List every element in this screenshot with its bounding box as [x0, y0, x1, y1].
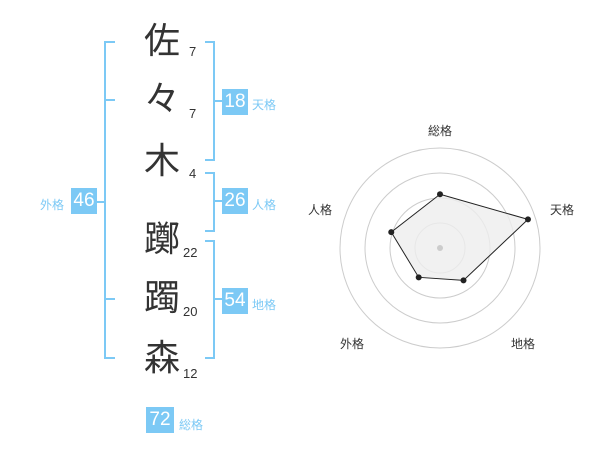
- name-char-1: 佐: [143, 21, 180, 62]
- radar-axis-label-chikaku: 地格: [511, 337, 536, 351]
- name-char-6: 森: [143, 338, 180, 379]
- stroke-count-4: 22: [183, 245, 198, 260]
- radar-grid-ring-3: [364, 172, 516, 324]
- radar-point-3: [460, 277, 467, 284]
- gaikaku-bracket: [104, 41, 115, 359]
- radar-axis-label-soukaku: 総格: [428, 124, 453, 138]
- stroke-count-6: 12: [183, 366, 198, 381]
- radar-grid-ring-4: [339, 147, 541, 349]
- stroke-count-3: 4: [189, 166, 197, 181]
- radar-point-5: [388, 229, 395, 236]
- radar-axis-label-tenkaku: 天格: [550, 203, 575, 217]
- radar-series-area: [390, 193, 529, 281]
- name-char-4: 躑: [143, 219, 180, 260]
- jinkaku-label: 人格: [252, 198, 277, 212]
- gaikaku-label: 外格: [40, 198, 65, 212]
- stroke-count-1: 7: [189, 44, 197, 59]
- soukaku-label: 総格: [179, 418, 204, 432]
- soukaku-value: 72: [146, 407, 174, 433]
- radar-point-1: [437, 191, 443, 198]
- name-char-3: 木: [143, 141, 180, 182]
- radar-center-point: [437, 245, 443, 251]
- jinkaku-value: 26: [222, 188, 248, 214]
- radar-point-2: [524, 216, 531, 223]
- radar-axis-label-jinkaku: 人格: [308, 203, 333, 217]
- chikaku-value: 54: [222, 288, 248, 314]
- name-char-5: 躅: [143, 278, 180, 319]
- name-char-2: 々: [143, 79, 180, 120]
- gaikaku-value: 46: [71, 188, 97, 214]
- tenkaku-value: 18: [222, 89, 248, 115]
- radar-axis-label-gaikaku: 外格: [340, 337, 365, 351]
- chikaku-label: 地格: [252, 298, 277, 312]
- stroke-count-5: 20: [183, 304, 198, 319]
- radar-point-4: [415, 274, 422, 281]
- tenkaku-label: 天格: [252, 98, 277, 112]
- stroke-count-2: 7: [189, 106, 197, 121]
